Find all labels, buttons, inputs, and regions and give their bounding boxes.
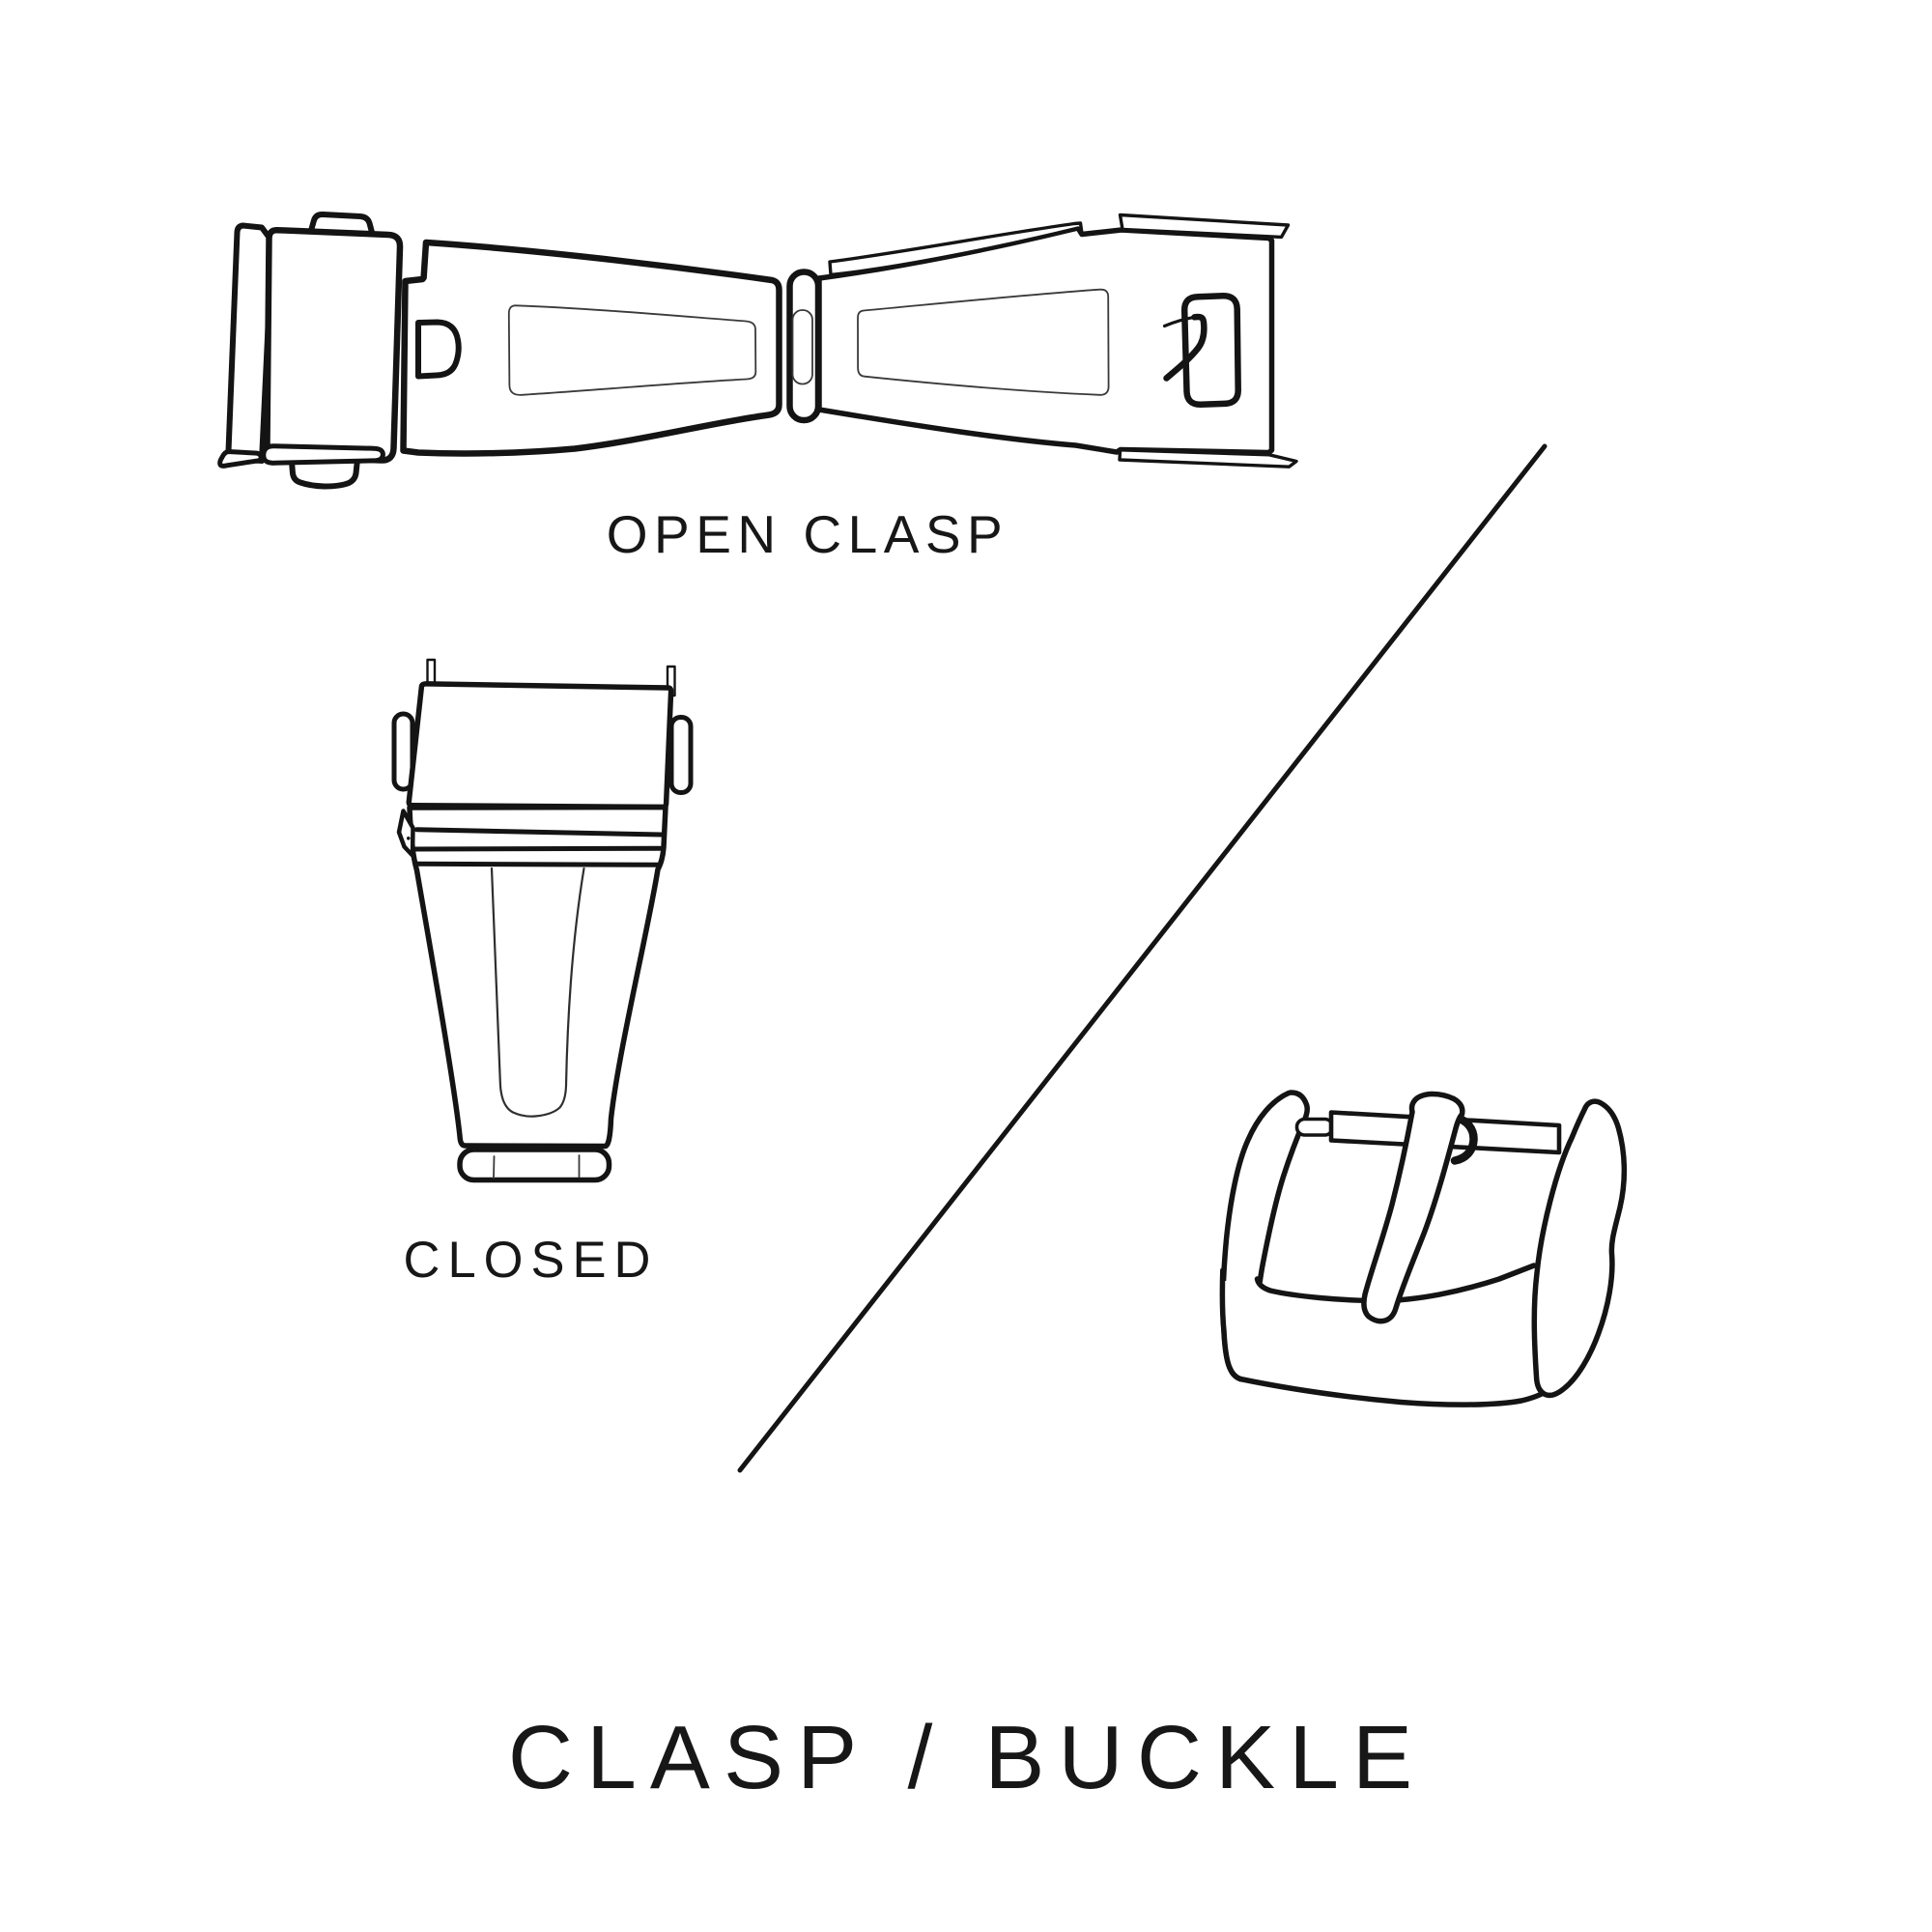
svg-text:CLOSED: CLOSED [404, 1232, 659, 1289]
svg-text:CLASP / BUCKLE: CLASP / BUCKLE [508, 1707, 1426, 1807]
svg-text:OPEN CLASP: OPEN CLASP [607, 504, 1009, 564]
